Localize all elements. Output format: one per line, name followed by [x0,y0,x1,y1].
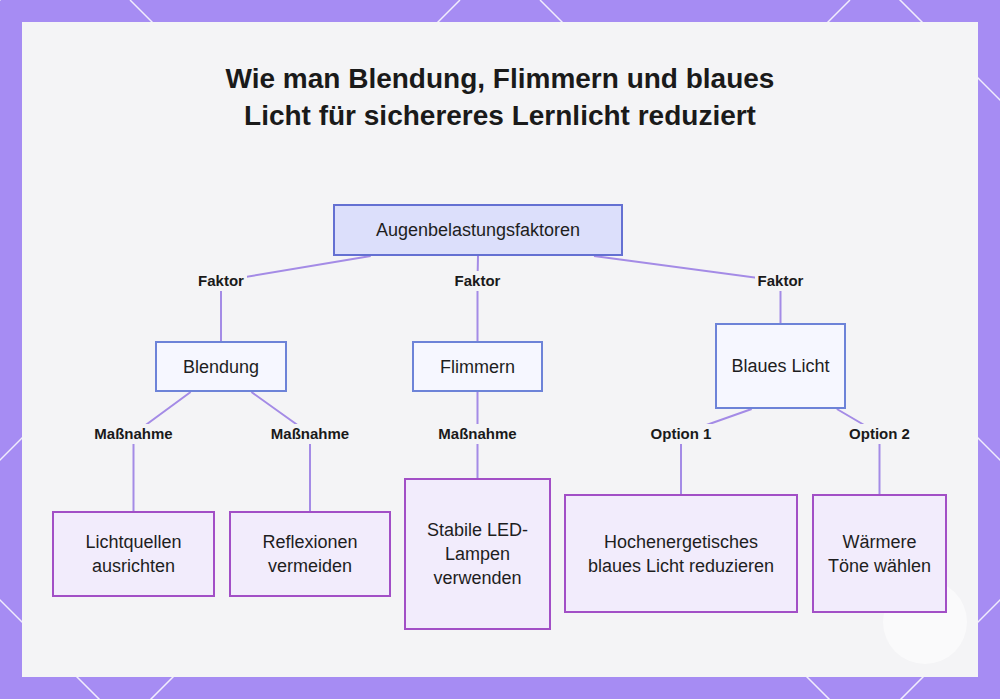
edge-label: Option 2 [846,424,913,444]
node-text: Hochenergetisches blaues Licht reduziere… [576,530,786,578]
option-box: Hochenergetisches blaues Licht reduziere… [564,494,798,613]
connector [837,409,880,494]
node-text: Lichtquellen ausrichten [64,530,203,578]
factor-box: Flimmern [412,341,543,392]
connector [594,256,781,323]
connector [477,256,480,341]
node-text: Augenbelastungsfaktoren [376,218,580,242]
factor-box: Blendung [155,341,287,392]
connector [134,392,191,511]
measure-box: Reflexionen vermeiden [229,511,391,597]
connector [251,392,310,511]
node-text: Reflexionen vermeiden [241,530,379,578]
connector [681,409,752,494]
edge-label: Faktor [755,271,807,291]
edge-label: Maßnahme [268,424,352,444]
edge-label: Option 1 [648,424,715,444]
node-text: Blaues Licht [731,354,829,378]
measure-box: Stabile LED-Lampen verwenden [404,478,551,630]
diagram-title: Wie man Blendung, Flimmern und blaues Li… [220,60,780,134]
edge-label: Faktor [195,271,247,291]
node-text: Wärmere Töne wählen [824,530,935,578]
connector [221,256,371,341]
option-box: Wärmere Töne wählen [812,494,947,613]
root-box: Augenbelastungsfaktoren [333,204,623,256]
measure-box: Lichtquellen ausrichten [52,511,215,597]
node-text: Blendung [183,355,259,379]
edge-label: Maßnahme [91,424,175,444]
factor-box: Blaues Licht [715,323,846,409]
node-text: Flimmern [440,355,515,379]
node-text: Stabile LED-Lampen verwenden [416,518,539,590]
edge-label: Faktor [452,271,504,291]
edge-label: Maßnahme [435,424,519,444]
